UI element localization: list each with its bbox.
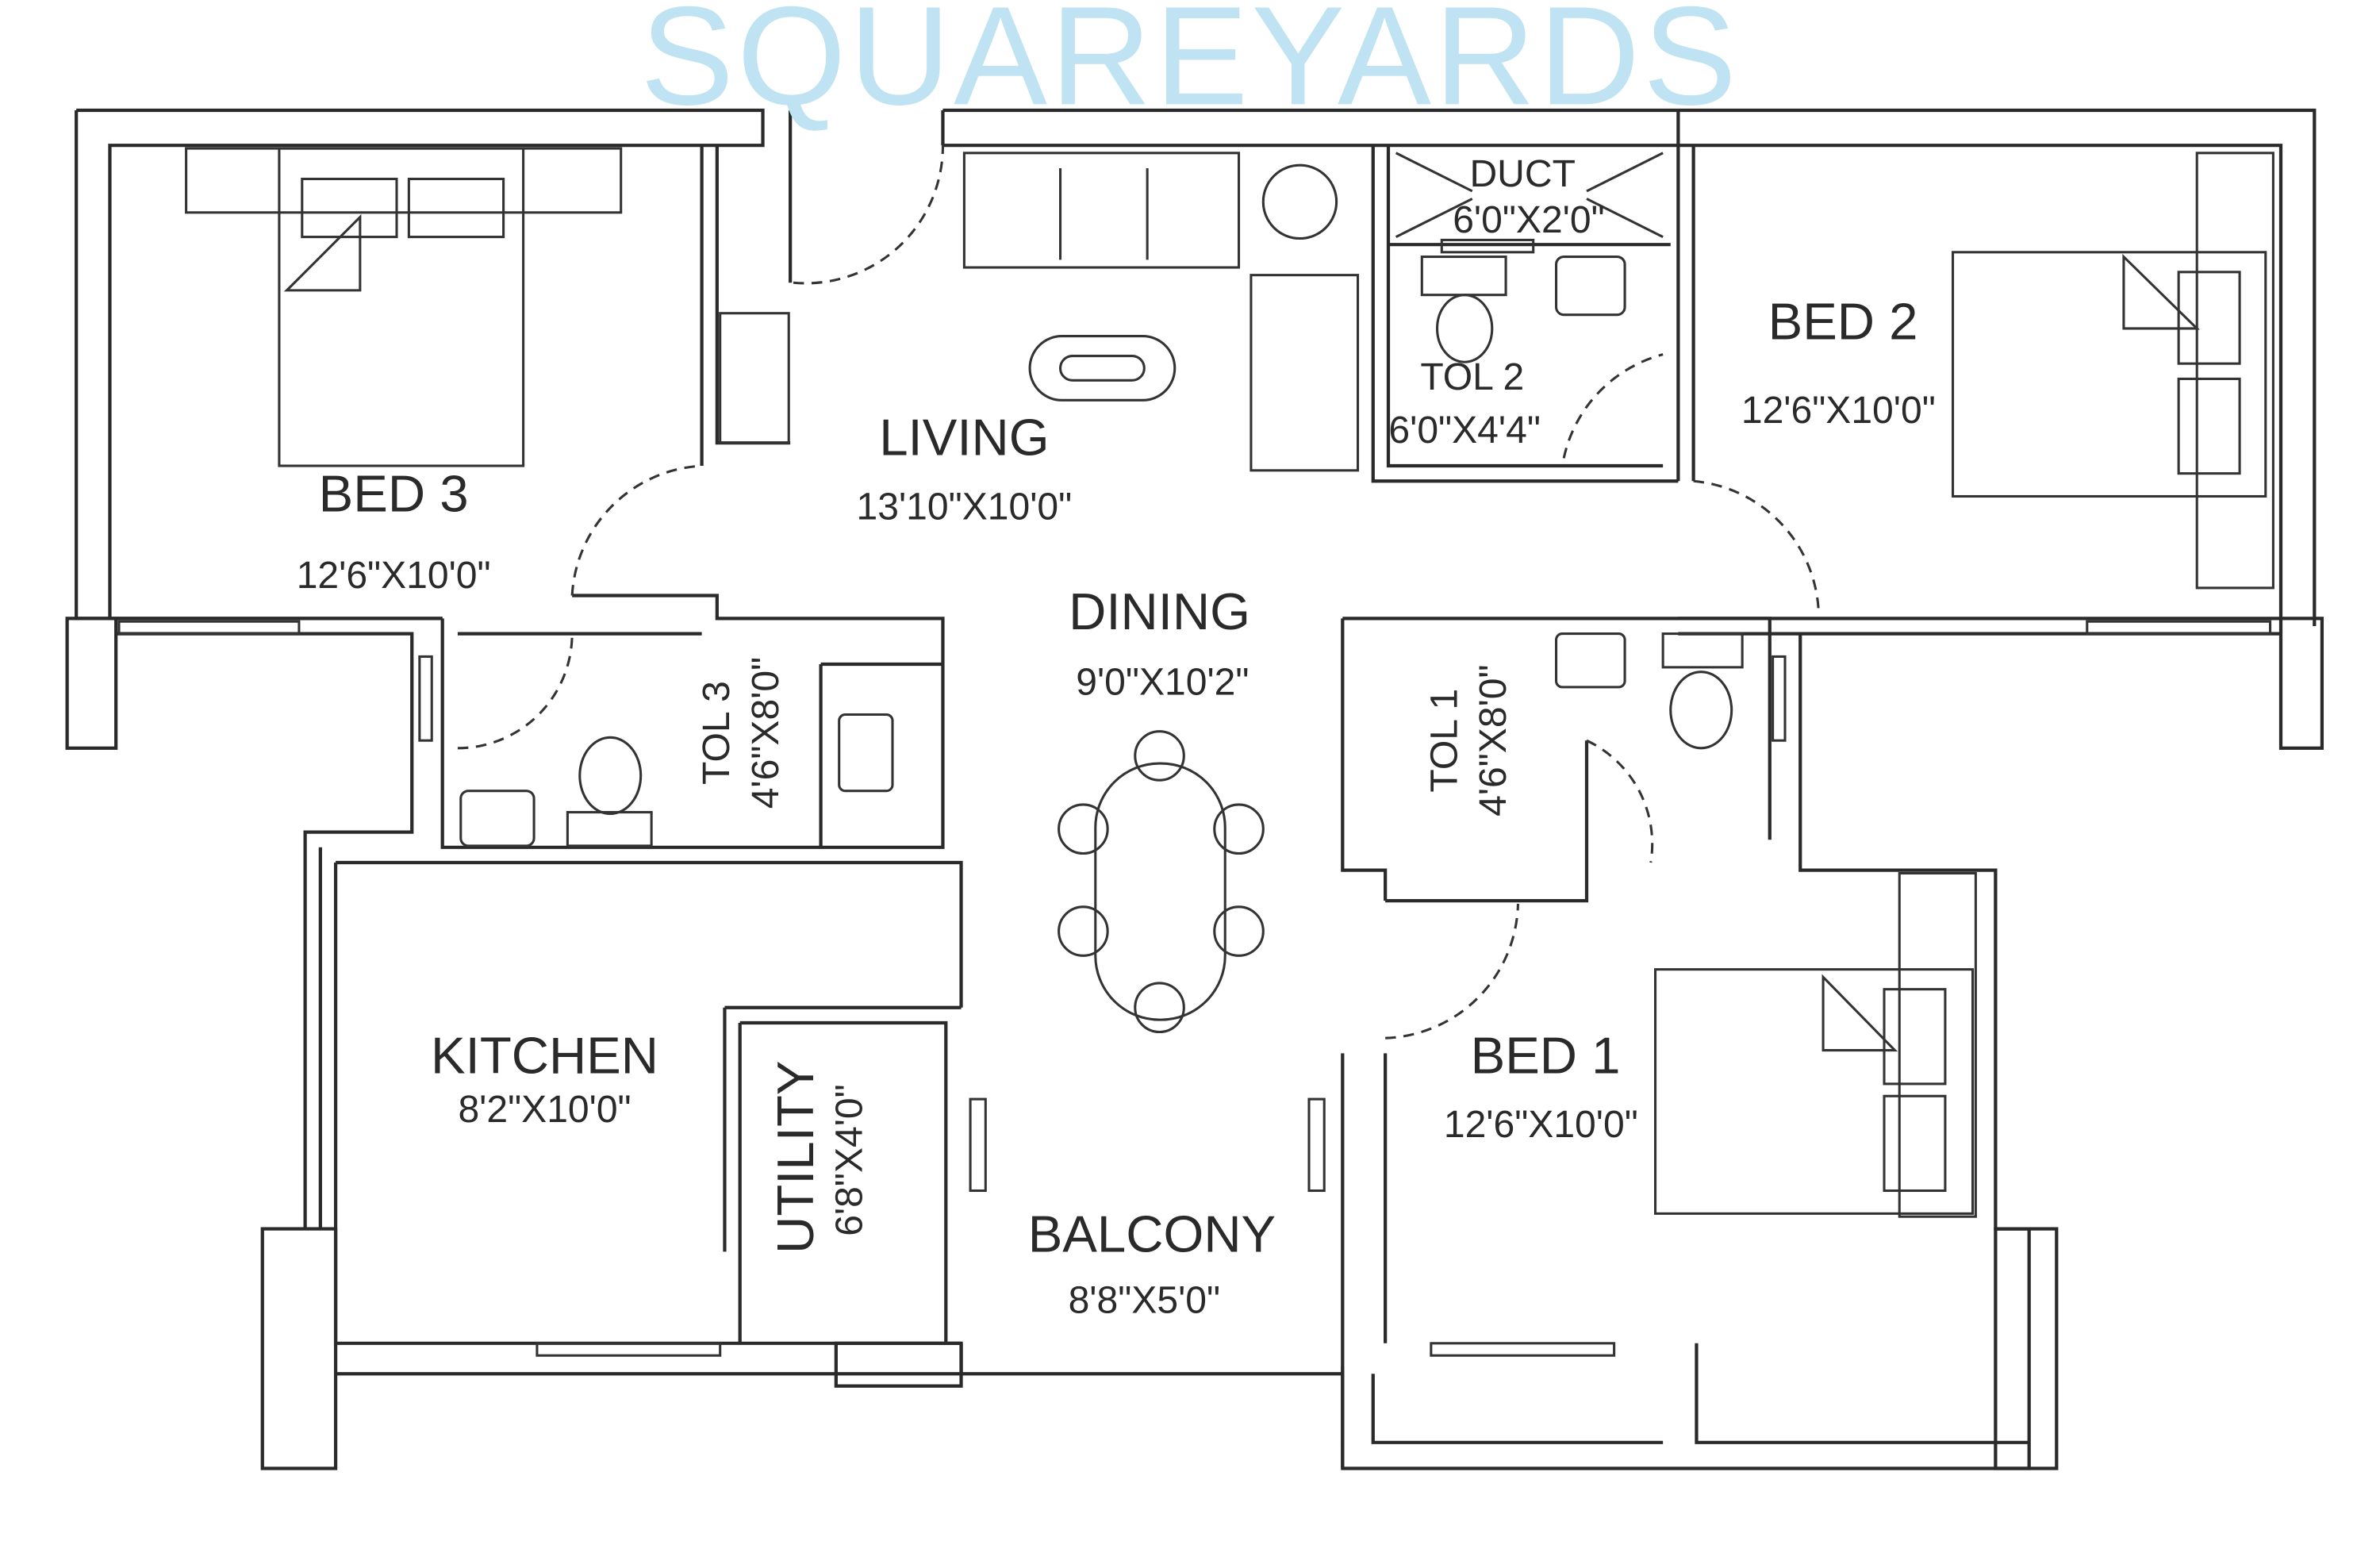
tol2-size: 6'0"X4'4" — [1388, 409, 1540, 452]
living-name: LIVING — [879, 409, 1049, 467]
living-size: 13'10"X10'0" — [857, 485, 1073, 528]
bed2-name: BED 2 — [1768, 292, 1918, 350]
coffee-table — [1028, 335, 1177, 402]
bed1-size: 12'6"X10'0" — [1444, 1103, 1638, 1146]
bed1-name: BED 1 — [1471, 1026, 1621, 1084]
balcony-name: BALCONY — [1028, 1205, 1276, 1262]
dining-size: 9'0"X10'2" — [1076, 661, 1249, 704]
utility-size: 6'8"X4'0" — [828, 1084, 871, 1236]
kitchen-size: 8'2"X10'0" — [458, 1088, 631, 1131]
walls — [65, 108, 2324, 1470]
kitchen-name: KITCHEN — [431, 1026, 658, 1084]
bed1-bed — [1654, 968, 1975, 1215]
side-sofa — [1250, 274, 1360, 472]
room-labels: BED 3 12'6"X10'0" LIVING 13'10"X10'0" DU… — [297, 152, 1936, 1321]
tv-unit — [719, 312, 790, 444]
dining-table — [1094, 762, 1226, 1021]
bed1-headboard — [1898, 871, 1977, 1218]
windows — [117, 238, 2272, 1357]
sofa — [962, 152, 1241, 269]
bed3-size: 12'6"X10'0" — [297, 554, 491, 597]
plant — [1261, 163, 1338, 240]
tol1-toilet — [1669, 671, 1733, 750]
duct-size: 6'0"X2'0" — [1453, 198, 1604, 241]
tol2-basin — [1420, 256, 1507, 297]
bed3-bed — [278, 147, 525, 467]
tol1-size: 4'6"X8'0" — [1472, 664, 1514, 816]
door-swings — [457, 145, 1820, 1040]
duct-name: DUCT — [1469, 152, 1576, 195]
dining-name: DINING — [1069, 582, 1250, 640]
balcony-size: 8'8"X5'0" — [1069, 1278, 1220, 1321]
furniture — [185, 147, 2274, 1218]
bed3-name: BED 3 — [319, 465, 469, 523]
tol2-toilet — [1436, 294, 1494, 363]
tol3-toilet — [578, 736, 643, 816]
bed3-headboard — [185, 147, 623, 214]
bed2-size: 12'6"X10'0" — [1741, 389, 1936, 432]
tol2-shower — [1555, 256, 1626, 317]
tol1-name: TOL 1 — [1423, 689, 1466, 793]
utility-name: UTILITY — [766, 1061, 824, 1254]
bed2-bed — [1952, 251, 2267, 498]
tol3-name: TOL 3 — [695, 681, 738, 785]
watermark: SQUAREYARDS — [640, 0, 1740, 134]
tol3-size: 4'6"X8'0" — [744, 657, 787, 809]
tol2-name: TOL 2 — [1420, 355, 1524, 398]
bed2-headboard — [2195, 152, 2274, 590]
